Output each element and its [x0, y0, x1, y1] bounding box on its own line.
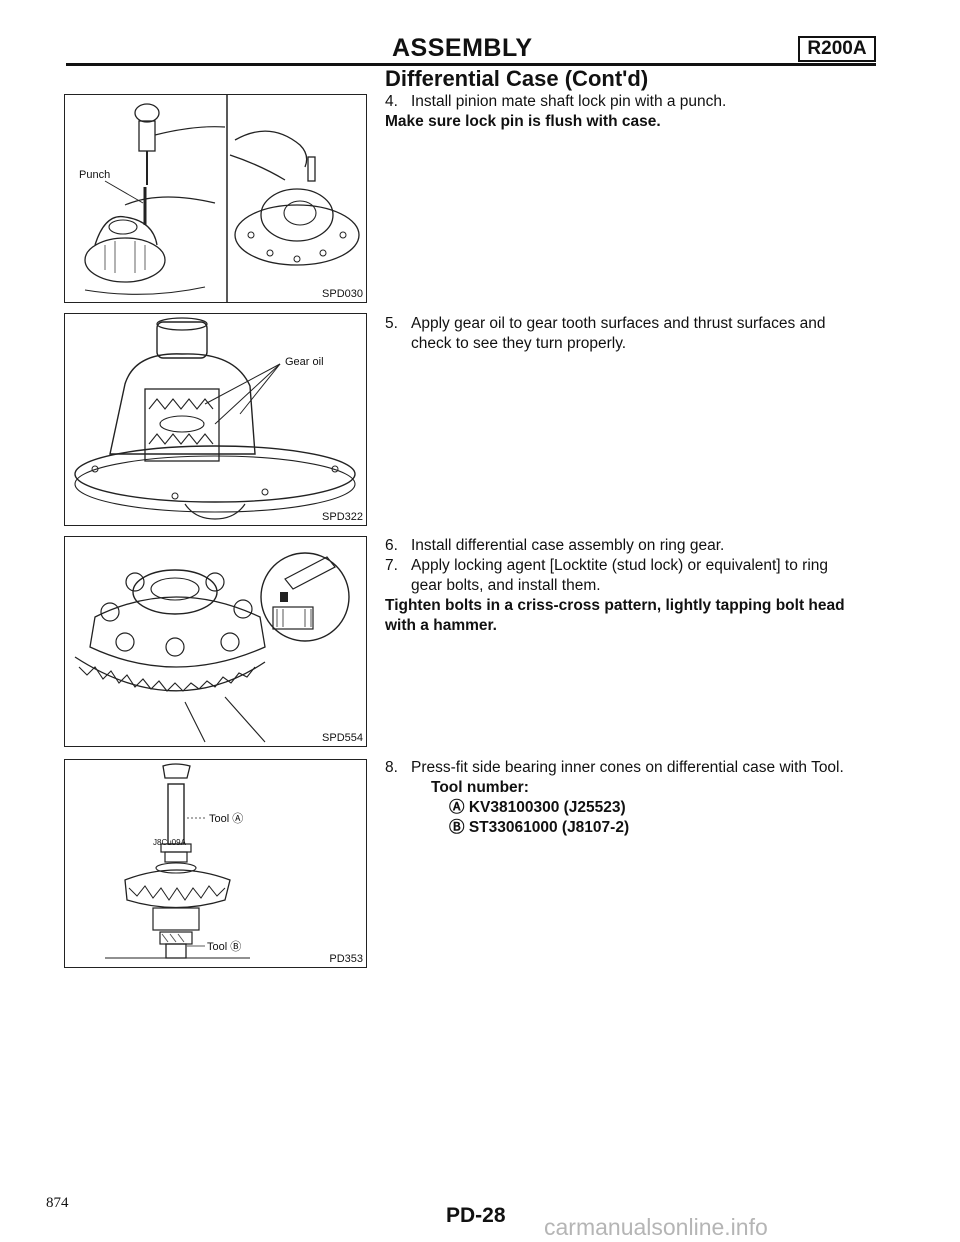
- step-4-note: Make sure lock pin is flush with case.: [385, 113, 661, 130]
- step-text-cont: check to see they turn properly.: [411, 335, 627, 352]
- step-text: Install pinion mate shaft lock pin with …: [411, 93, 727, 110]
- page-header-title: ASSEMBLY: [392, 34, 533, 62]
- tool-b-marker: Ⓑ: [449, 819, 465, 836]
- step-5: 5. Apply gear oil to gear tooth surfaces …: [385, 314, 885, 354]
- step-4-line: 4. Install pinion mate shaft lock pin wit…: [385, 92, 885, 112]
- ring-gear-illustration: [74, 552, 350, 743]
- figure-ring-gear-bolts: SPD554: [64, 536, 367, 747]
- step-7-note-line2: with a hammer.: [385, 617, 497, 634]
- step-7-note-line1: Tighten bolts in a criss-cross pattern, …: [385, 597, 845, 614]
- gear-oil-label: Gear oil: [285, 356, 324, 368]
- page-code: PD-28: [446, 1204, 506, 1227]
- press-fit-illustration: [105, 763, 250, 959]
- tool-a-line: Ⓐ KV38100300 (J25523): [385, 798, 885, 818]
- step-number: 5.: [385, 315, 398, 332]
- step-text: Install differential case assembly on ri…: [411, 537, 725, 554]
- figure-code: SPD554: [321, 732, 364, 744]
- tool-b-label: Tool Ⓑ: [207, 941, 242, 953]
- tool-number-heading: Tool number:: [431, 779, 529, 796]
- step-7-line: 7. Apply locking agent [Locktite (stud lo…: [385, 556, 885, 576]
- figure-lock-pin-punch: Punch SPD030: [64, 94, 367, 303]
- figure-side-bearing-press: Tool Ⓐ J8Cu09A Tool Ⓑ PD353: [64, 759, 367, 968]
- figure-code: PD353: [328, 953, 364, 965]
- steps-6-7: 6. Install differential case assembly on …: [385, 536, 885, 636]
- watermark: carmanualsonline.info: [544, 1214, 768, 1240]
- step-4: 4. Install pinion mate shaft lock pin wit…: [385, 92, 885, 132]
- step-5-line: 5. Apply gear oil to gear tooth surfaces …: [385, 314, 885, 334]
- step-text: Apply gear oil to gear tooth surfaces an…: [411, 315, 826, 332]
- step-number: 6.: [385, 537, 398, 554]
- lock-pin-illustration: [84, 95, 360, 302]
- header-divider: [66, 63, 876, 66]
- step-number: 8.: [385, 759, 398, 776]
- step-text: Apply locking agent [Locktite (stud lock…: [411, 557, 829, 574]
- page-number: 874: [46, 1195, 69, 1211]
- tool-a-number: KV38100300 (J25523): [468, 799, 626, 816]
- tool-b-number: ST33061000 (J8107-2): [468, 819, 630, 836]
- section-title: Differential Case (Cont'd): [385, 66, 649, 91]
- gear-oil-illustration: [74, 317, 356, 520]
- step-8-line: 8. Press-fit side bearing inner cones on …: [385, 758, 885, 778]
- figure-gear-oil: Gear oil SPD322: [64, 313, 367, 526]
- figure-code: SPD322: [321, 511, 364, 523]
- step-8: 8. Press-fit side bearing inner cones on …: [385, 758, 885, 838]
- tool-a-marker: Ⓐ: [449, 799, 465, 816]
- tool-stamp: J8Cu09A: [153, 838, 186, 847]
- tool-a-label: Tool Ⓐ: [209, 813, 244, 825]
- punch-label: Punch: [79, 169, 111, 181]
- step-text: Press-fit side bearing inner cones on di…: [411, 759, 844, 776]
- model-tag: R200A: [798, 36, 876, 62]
- step-number: 7.: [385, 557, 398, 574]
- figure-code: SPD030: [321, 288, 364, 300]
- step-text-cont: gear bolts, and install them.: [411, 577, 601, 594]
- step-number: 4.: [385, 93, 398, 110]
- step-6-line: 6. Install differential case assembly on …: [385, 536, 885, 556]
- tool-b-line: Ⓑ ST33061000 (J8107-2): [385, 818, 885, 838]
